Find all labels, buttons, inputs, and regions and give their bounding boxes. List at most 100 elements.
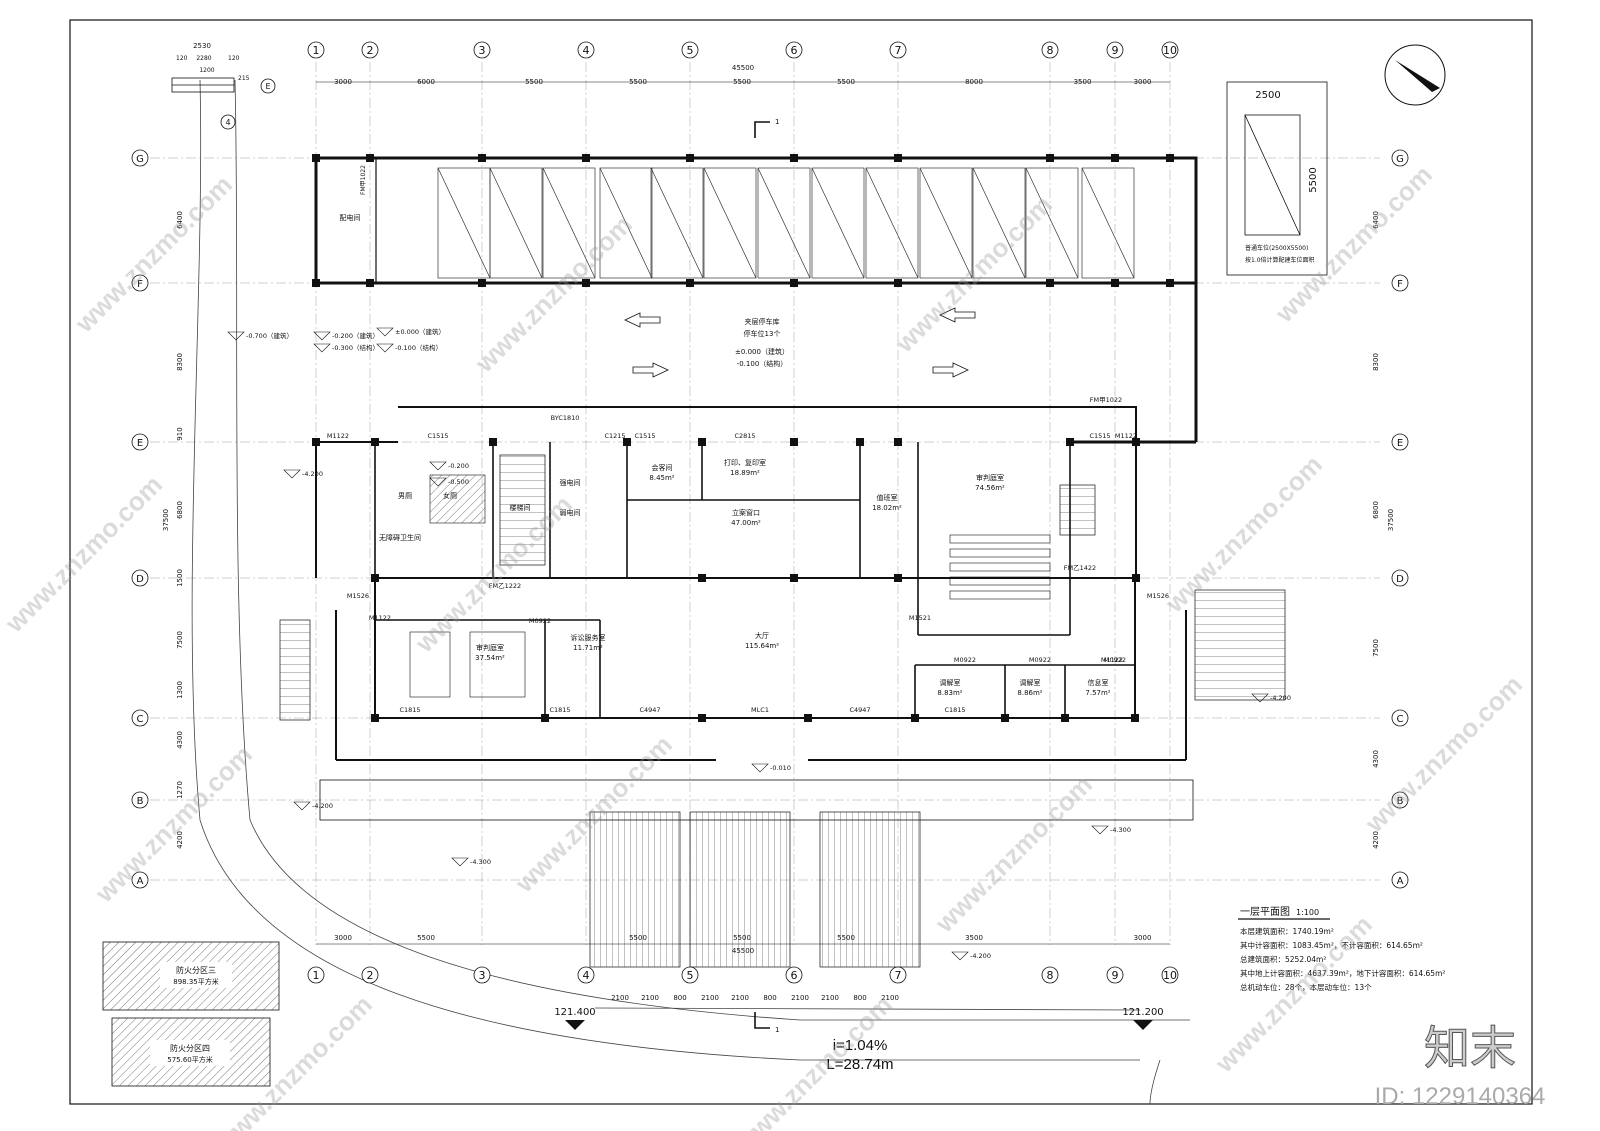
section-marks [754,121,770,1029]
column [686,154,694,162]
section-mark-bottom: 1 [775,1026,779,1034]
detail-dim-4: 120 [228,55,240,62]
dim-right: 4200 [1372,831,1380,849]
axis-bubble-x [577,41,595,59]
elevation-left: 121.400 [554,1007,595,1018]
room-name: 审判庭室 [476,643,504,652]
level-marker [376,343,394,353]
room-name: 调解室 [1020,678,1041,687]
axis-label-x: 4 [583,969,590,982]
opening-label: C1815 [944,706,965,714]
column [894,154,902,162]
opening-label: M1122 [1101,656,1123,664]
level-text: -0.200 [448,462,469,470]
opening-label: M0922 [954,656,976,664]
dim-bottom: 5500 [629,934,647,942]
room-name: 楼梯间 [510,503,531,512]
axis-label-y: F [1397,279,1403,290]
dim-top: 3000 [1134,78,1152,86]
room-name: 打印、复印室 [724,458,766,467]
level-text: -4.200 [302,470,323,478]
detail-dim-3: 2280 [196,55,211,62]
dim-left: 4200 [176,831,184,849]
axis-bubble-y [1391,569,1409,587]
level-text: -4.300 [1110,826,1131,834]
room-name: 男厕 [398,492,412,500]
axis-bubble-y [1391,709,1409,727]
opening-label: C1815 [549,706,570,714]
parking-space [757,167,811,279]
room-area: 47.00m² [731,519,761,527]
dim-right: 7500 [1372,639,1380,657]
dim-bottom: 3000 [1134,934,1152,942]
room-name: 审判庭室 [976,473,1004,482]
dim-total-left: 37500 [162,509,170,531]
dim-total-right: 37500 [1387,509,1395,531]
traffic-arrows [624,307,976,378]
dim-ramp: 2100 [821,994,839,1002]
opening-label: M0922 [529,617,551,625]
axis-bubble-x [361,41,379,59]
door-window-labels: M1122M1122M1122M1122FM甲1022MLC1M0922M092… [327,396,1169,714]
level-marker [227,331,245,341]
opening-label: C1515 [1089,432,1110,440]
axis-bubble-x [1106,41,1124,59]
dim-total-top: 45500 [732,64,754,72]
section-mark-top: 1 [775,118,779,126]
dim-right: 4300 [1372,750,1380,768]
slope-text: i=1.04% [833,1037,888,1054]
opening-label: M1526 [1147,592,1169,600]
level-marker [313,331,331,341]
axis-label-x: 6 [791,969,798,982]
axis-bubble-y [131,709,149,727]
garage-level-1: ±0.000（建筑） [735,347,789,356]
level-marker [429,477,447,487]
level-marker [951,951,969,961]
opening-label: FM乙1222 [489,582,521,590]
opening-label: BYC1810 [551,414,580,422]
parking-space [703,167,757,279]
axis-bubble-x [307,41,325,59]
opening-label: M0922 [1104,656,1126,664]
axis-bubble-y [131,433,149,451]
axis-label-y: E [137,438,143,449]
column [1046,154,1054,162]
column [478,279,486,287]
dim-total-bottom: 45500 [732,947,754,955]
axis-label-y: B [137,796,144,807]
stair-detail [171,77,276,130]
axis-label-y: D [136,574,144,585]
axis-label-x: 9 [1112,969,1119,982]
detail-dim-1: 2530 [193,42,211,50]
dim-left: 7500 [176,631,184,649]
level-text: -4.200 [312,802,333,810]
opening-label: C4947 [849,706,870,714]
opening-label: M1122 [1115,432,1137,440]
dim-right: 6400 [1372,211,1380,229]
column [582,279,590,287]
axis-bubble-x [361,966,379,984]
room-area: 18.02m² [872,504,902,512]
parking-space [919,167,973,279]
level-marks: -0.700（建筑）-0.200（建筑）±0.000（建筑）-0.300（结构）… [227,327,1291,961]
axis-label-y: E [1397,438,1403,449]
elevation-right: 121.200 [1122,1007,1163,1018]
dim-bottom: 5500 [417,934,435,942]
room-area: 7.57m² [1085,689,1110,697]
dim-top: 5500 [733,78,751,86]
axis-label-x: 7 [895,44,902,57]
asset-id: ID: 1229140364 [1375,1083,1546,1110]
room-labels: 男厕女厕无障碍卫生间楼梯间强电间弱电间会客间8.45m²打印、复印室18.89m… [379,458,1111,697]
level-marker [313,343,331,353]
axis-label-x: 8 [1047,44,1054,57]
level-marker [283,469,301,479]
parking-space [542,167,596,279]
stairs [279,454,1286,968]
opening-label: C4947 [639,706,660,714]
dim-bottom: 5500 [837,934,855,942]
dim-right: 8300 [1372,353,1380,371]
legend-height: 5500 [1308,167,1319,192]
level-marker [429,461,447,471]
